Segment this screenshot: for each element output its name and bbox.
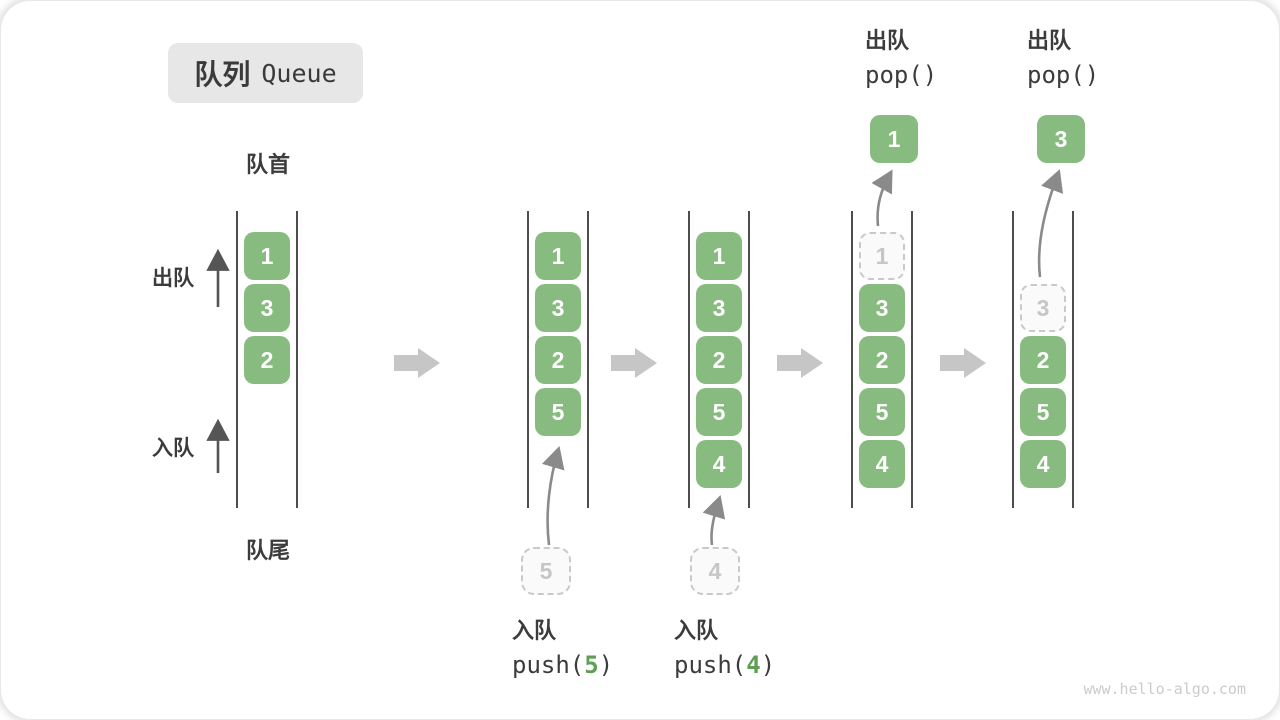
incoming-element: 5 (521, 547, 571, 595)
queue-element: 5 (696, 388, 742, 436)
queue-element: 4 (1020, 440, 1066, 488)
queue-element: 2 (696, 336, 742, 384)
pop-caption-action: 出队 (865, 28, 910, 53)
dequeue-label: 出队 (152, 267, 194, 290)
queue-element: 1 (535, 232, 581, 280)
queue-element: 3 (535, 284, 581, 332)
removed-element: 3 (1020, 284, 1066, 332)
queue-element: 1 (696, 232, 742, 280)
diagram-title: 队列 Queue (168, 43, 363, 103)
queue-element: 1 (244, 232, 290, 280)
queue-rails-state-4 (851, 211, 913, 508)
queue-element: 4 (859, 440, 905, 488)
queue-element: 2 (535, 336, 581, 384)
pop-caption: 出队 pop() (1027, 28, 1100, 89)
popped-element: 3 (1037, 115, 1085, 163)
state-arrow-icon (611, 348, 657, 378)
queue-element: 5 (1020, 388, 1066, 436)
push-caption-action: 入队 (674, 618, 719, 643)
enqueue-label: 入队 (152, 437, 194, 460)
pop-caption: 出队 pop() (865, 28, 938, 89)
queue-element: 3 (859, 284, 905, 332)
push-arg: 5 (584, 651, 599, 679)
queue-element: 2 (1020, 336, 1066, 384)
removed-element: 1 (859, 232, 905, 280)
queue-front-label: 队首 (245, 152, 290, 177)
state-arrow-icon (394, 348, 440, 378)
push-caption-code: push(5) (512, 651, 614, 679)
pop-caption-code: pop() (1027, 61, 1100, 89)
title-zh: 队列 (194, 59, 251, 90)
state-arrow-icon (777, 348, 823, 378)
push-arg: 4 (746, 651, 761, 679)
push-caption: 入队 push(4) (674, 618, 776, 679)
watermark: www.hello-algo.com (1083, 680, 1246, 698)
queue-rails-state-5 (1012, 211, 1074, 508)
popped-element: 1 (870, 115, 918, 163)
push-caption-code: push(4) (674, 651, 776, 679)
pop-caption-action: 出队 (1027, 28, 1072, 53)
pop-caption-code: pop() (865, 61, 938, 89)
title-en: Queue (261, 58, 337, 88)
queue-element: 3 (696, 284, 742, 332)
queue-element: 2 (859, 336, 905, 384)
state-arrow-icon (940, 348, 986, 378)
push-caption: 入队 push(5) (512, 618, 614, 679)
queue-element: 2 (244, 336, 290, 384)
push-caption-action: 入队 (512, 618, 557, 643)
queue-rails-state-1 (236, 211, 298, 508)
queue-element: 5 (535, 388, 581, 436)
queue-rails-state-3 (688, 211, 750, 508)
queue-element: 5 (859, 388, 905, 436)
queue-element: 3 (244, 284, 290, 332)
queue-rear-label: 队尾 (245, 538, 290, 563)
incoming-element: 4 (690, 547, 740, 595)
queue-element: 4 (696, 440, 742, 488)
queue-rails-state-2 (527, 211, 589, 508)
